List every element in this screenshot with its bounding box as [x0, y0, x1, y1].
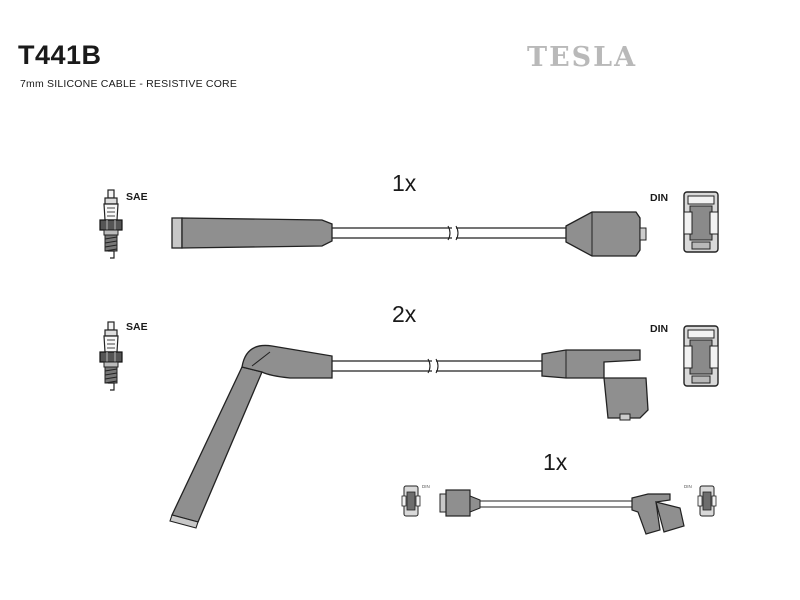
row-1-plug-label: SAE	[126, 191, 148, 203]
row-2-end-label: DIN	[650, 323, 669, 335]
brand-logo: TESLA	[527, 42, 638, 73]
part-number: T441B	[18, 40, 102, 70]
row-2-spark-plug	[99, 321, 123, 391]
row-1-lead	[171, 211, 647, 257]
row-1-quantity: 1x	[392, 170, 417, 196]
row-2-din-cap	[683, 325, 719, 387]
row-1-end-label: DIN	[650, 192, 669, 204]
row-3-quantity: 1x	[543, 449, 568, 475]
row-2-quantity: 2x	[392, 301, 417, 327]
row-2-lead	[169, 344, 649, 529]
row-1-spark-plug	[99, 189, 123, 259]
row-3-din-cap-right	[697, 485, 717, 517]
row-2-plug-label: SAE	[126, 321, 148, 333]
row-3-lead	[439, 489, 685, 535]
row-1-din-cap	[683, 191, 719, 253]
row-3-left-label: DIN	[422, 484, 430, 489]
row-3-right-label: DIN	[684, 484, 692, 489]
row-3-din-cap-left	[401, 485, 421, 517]
cable-description: 7mm SILICONE CABLE - RESISTIVE CORE	[20, 78, 238, 90]
